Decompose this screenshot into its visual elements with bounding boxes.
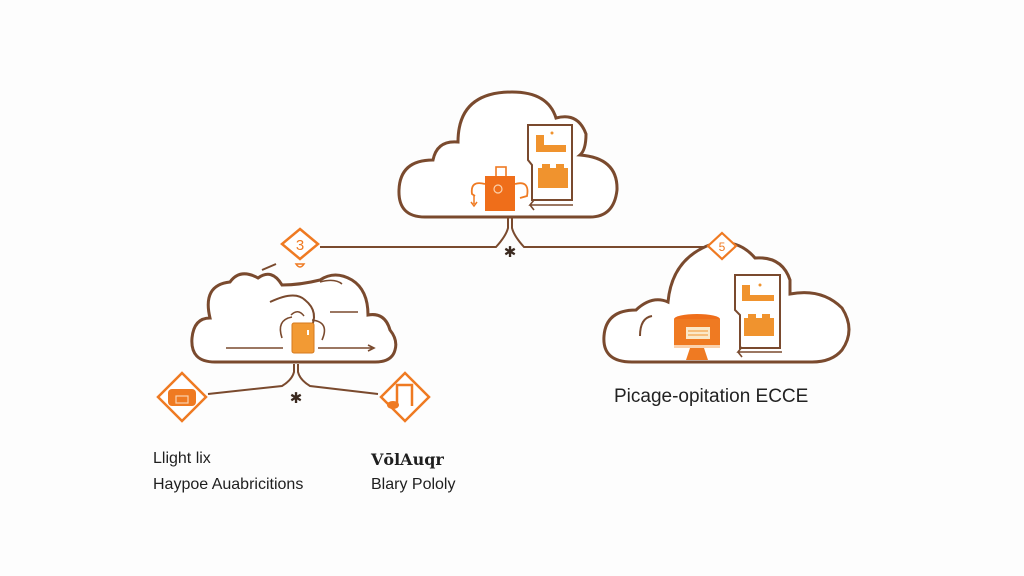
connector-top-to-split — [320, 218, 509, 248]
connector-top-to-right — [511, 218, 705, 248]
left-item-subtitle: Haypoe Auabricitions — [153, 476, 304, 493]
junction-asterisk-icon: ✱ — [504, 244, 517, 261]
cloud-outline — [190, 272, 398, 364]
step-badge-3[interactable]: 3 — [280, 227, 320, 268]
cloud-outline — [602, 241, 851, 364]
robot-icon — [470, 166, 529, 211]
connector-left-to-split — [207, 364, 295, 395]
mid-item-title: VōlAuqr — [371, 450, 444, 469]
mid-item-subtitle: Blary Pololy — [371, 476, 456, 493]
connector-left-to-right — [297, 364, 379, 395]
right-cloud-caption: Picage-opitation ECCE — [614, 386, 809, 407]
device-icon — [168, 389, 196, 406]
badge-number: 3 — [296, 237, 304, 254]
music-diamond-node[interactable] — [379, 371, 431, 423]
document-panel-icon — [734, 274, 782, 358]
junction-asterisk-icon: ✱ — [290, 390, 303, 407]
device-diamond-node[interactable] — [156, 371, 208, 423]
step-badge-5[interactable]: 5 — [706, 231, 738, 261]
badge-number: 5 — [719, 240, 726, 254]
music-note-icon — [387, 383, 414, 409]
left-cloud[interactable] — [190, 263, 398, 364]
document-panel-icon — [527, 124, 573, 211]
right-cloud[interactable] — [602, 241, 851, 364]
left-item-title: Llight lix — [153, 450, 211, 467]
top-cloud[interactable] — [397, 90, 619, 219]
database-icon — [674, 314, 720, 360]
cup-icon — [279, 311, 326, 354]
connectors — [207, 218, 705, 395]
